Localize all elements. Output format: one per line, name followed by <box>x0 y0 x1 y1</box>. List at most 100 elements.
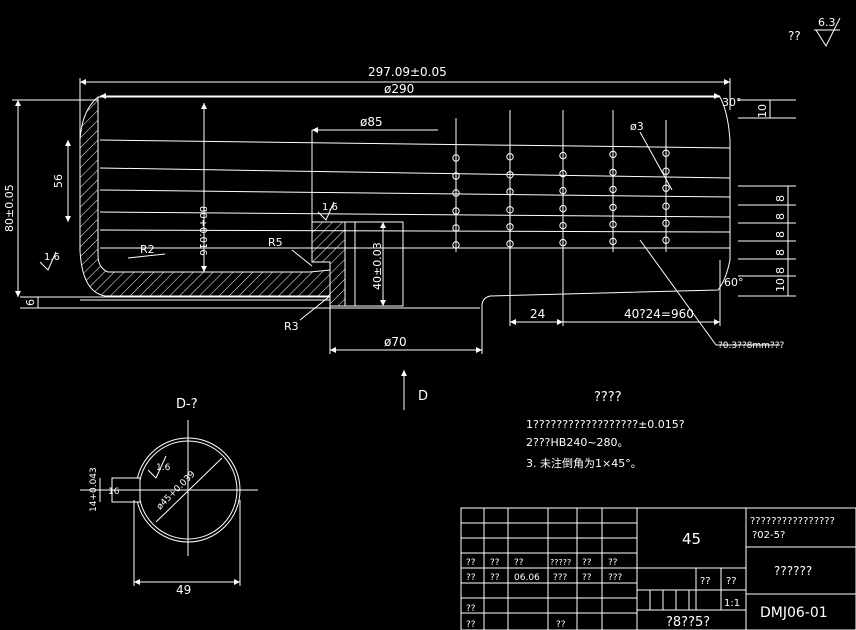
hole <box>662 219 670 227</box>
tb-q14: ?? <box>556 620 566 630</box>
dim-8-e: 8 <box>774 267 787 274</box>
tb-q4: ????? <box>550 558 571 567</box>
hole <box>662 184 670 192</box>
tb-q8: ?? <box>490 573 500 583</box>
depth-leader <box>639 239 717 346</box>
hole <box>559 186 567 195</box>
dim-85-label: ø85 <box>360 115 383 129</box>
part-name-cell: ?????? <box>774 564 812 578</box>
hole-grid <box>452 149 670 249</box>
d3-leader <box>639 131 673 191</box>
hole <box>452 224 460 232</box>
scale-cell: 1:1 <box>724 598 740 609</box>
hole <box>506 188 514 196</box>
hole <box>662 149 670 157</box>
note-3: 3. 未注倒角为1×45°。 <box>526 456 642 470</box>
hatch-left-wall <box>79 95 331 297</box>
qty-label-b: ?? <box>726 576 737 587</box>
title-block: 45 ???????????????? ?02-5? ?????? DMJ06-… <box>460 507 856 630</box>
r2-label: R2 <box>140 243 155 256</box>
dim-40-label: 40±0.03 <box>371 242 384 290</box>
hole <box>559 204 567 213</box>
hole <box>452 172 460 180</box>
view-d-label: D <box>418 389 428 404</box>
hole <box>662 202 670 210</box>
hole <box>506 153 514 161</box>
dim-14-label: 14+0.043 <box>89 467 99 512</box>
r2-leader <box>127 253 166 259</box>
r3-label: R3 <box>284 320 299 333</box>
dim-49-label: 49 <box>176 583 191 597</box>
hole <box>452 241 460 249</box>
tb-q12: ?? <box>466 604 476 614</box>
roughness-keyway: 1.6 <box>156 463 171 473</box>
main-section-view: R2 R5 R3 <box>20 95 731 333</box>
dimensions: 297.09±0.05 ø290 ø85 80±0.05 56 80+0.016… <box>3 65 796 410</box>
hole <box>609 150 617 159</box>
hole <box>609 185 617 194</box>
hole <box>559 151 567 160</box>
section-d-title: D-? <box>176 397 198 412</box>
hole <box>506 240 514 248</box>
r3-leader <box>299 295 331 321</box>
dim-inner80-label: 80+0.016 <box>197 206 208 256</box>
hole <box>559 221 567 230</box>
dim-8-d: 8 <box>774 249 787 256</box>
dim-8-b: 8 <box>774 213 787 220</box>
sheet-cell: ?8??5? <box>666 615 710 630</box>
hole-columns <box>455 110 667 252</box>
hole <box>662 167 670 175</box>
angle-30-label: 30° <box>722 96 742 109</box>
dim-overall-label: 297.09±0.05 <box>368 65 447 79</box>
hole <box>559 238 567 247</box>
dia-leader <box>155 457 223 523</box>
roughness-left: 1.6 <box>44 252 60 263</box>
hole <box>609 220 617 229</box>
material-cell: 45 <box>682 530 701 548</box>
qty-label-a: ?? <box>700 576 711 587</box>
roughness-left-mark <box>39 251 57 271</box>
note-2: 2???HB240~280。 <box>526 436 629 449</box>
r5-label: R5 <box>268 236 283 249</box>
hole <box>506 223 514 231</box>
dim-70-label: ø70 <box>384 335 407 349</box>
tb-date: 06.06 <box>514 573 540 583</box>
school-cell: ???????????????? <box>750 516 835 527</box>
hole <box>662 236 670 244</box>
dim-6-label: 6 <box>24 299 37 306</box>
right-dims: 8 8 8 8 8 10 10 <box>738 99 796 297</box>
depth-note: ?0.3??8mm??? <box>718 341 784 351</box>
note-1: 1??????????????????±0.015? <box>526 418 685 431</box>
roughness-symbol <box>814 17 841 48</box>
tb-q11: ??? <box>608 573 623 583</box>
general-roughness: ?? 6.3 <box>788 16 841 48</box>
hole <box>452 154 460 162</box>
dim-8-c: 8 <box>774 231 787 238</box>
tb-q13: ?? <box>466 620 476 630</box>
tb-q5: ?? <box>582 558 592 568</box>
notes-title: ???? <box>594 390 622 405</box>
hole-rows <box>99 139 731 249</box>
dim-10-bottom: 10 <box>774 278 787 292</box>
tb-q6: ?? <box>608 558 618 568</box>
technical-requirements: ???? 1??????????????????±0.015? 2???HB24… <box>526 390 685 470</box>
tb-q9: ??? <box>553 573 568 583</box>
hole <box>609 203 617 212</box>
tb-q1: ?? <box>466 558 476 568</box>
dim-56-label: 56 <box>52 174 65 188</box>
tb-q7: ?? <box>466 573 476 583</box>
hole <box>559 169 567 178</box>
roughness-boss: 1.6 <box>322 202 338 213</box>
class-cell: ?02-5? <box>752 530 785 541</box>
drawing-number-cell: DMJ06-01 <box>760 605 828 621</box>
general-roughness-prefix: ?? <box>788 29 801 43</box>
d3-label: ø3 <box>630 120 644 133</box>
hole <box>452 189 460 197</box>
hole <box>609 168 617 177</box>
dim-960-label: 40?24=960 <box>624 307 694 321</box>
dim-8-a: 8 <box>774 195 787 202</box>
hole <box>452 207 460 215</box>
dim-16-label: 16 <box>108 487 120 497</box>
